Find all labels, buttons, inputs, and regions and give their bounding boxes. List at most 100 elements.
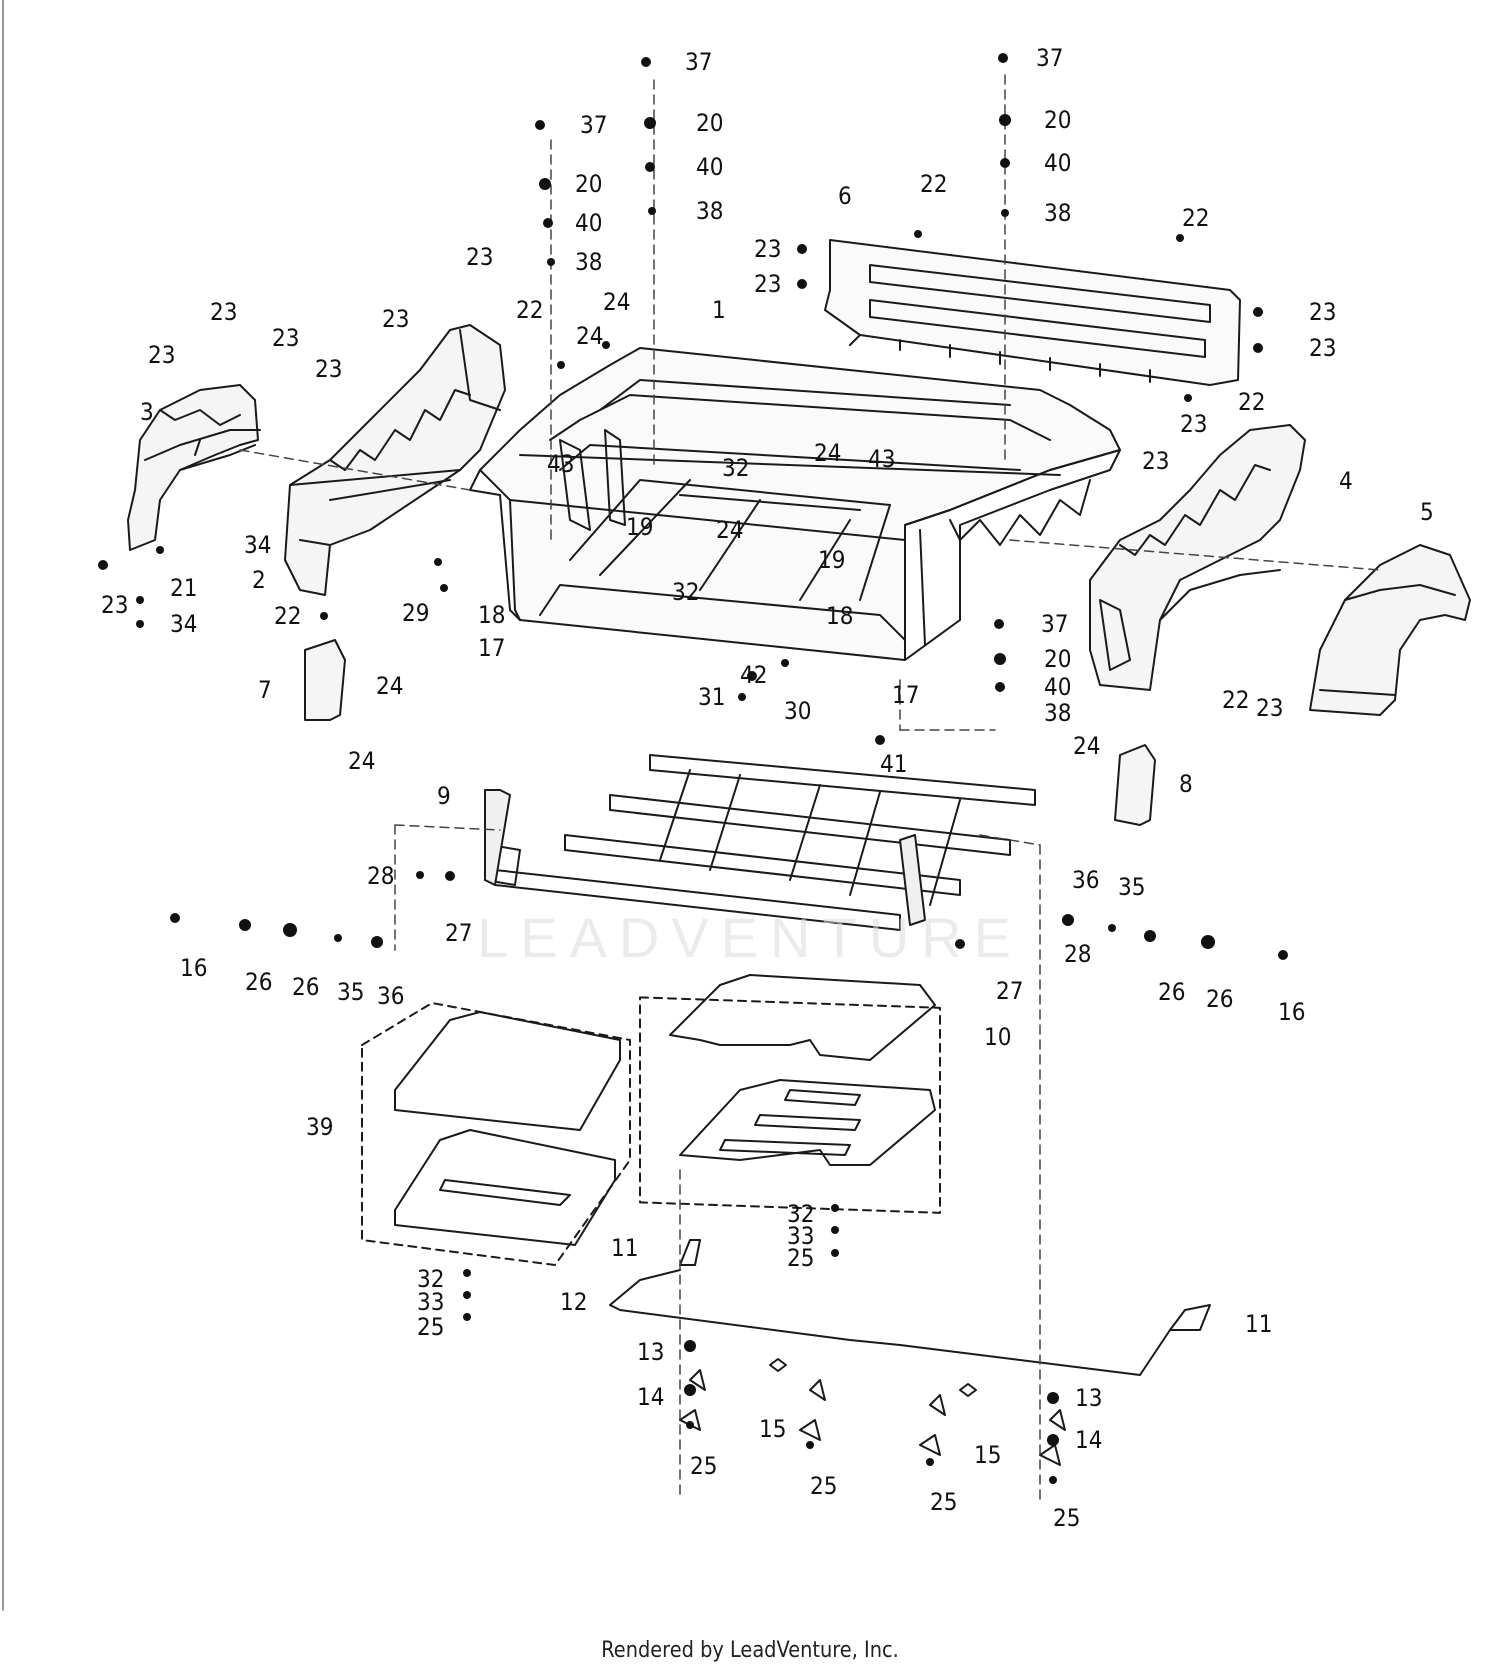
callout-20: 20 (696, 109, 723, 137)
callout-23: 23 (272, 324, 299, 352)
callout-23: 23 (1142, 447, 1169, 475)
callout-38: 38 (696, 197, 723, 225)
right-fender-part-5 (1309, 544, 1471, 716)
callout-36: 36 (377, 982, 404, 1010)
callout-22: 22 (274, 602, 301, 630)
callout-40: 40 (575, 209, 602, 237)
callout-38: 38 (1044, 199, 1071, 227)
callout-37: 37 (1036, 44, 1063, 72)
tailgate-part-6 (824, 239, 1241, 386)
watermark: LEADVENTURE (477, 906, 1023, 969)
callout-25: 25 (690, 1452, 717, 1480)
callout-5: 5 (1420, 498, 1434, 526)
callout-7: 7 (258, 676, 272, 704)
callout-42: 42 (740, 661, 767, 689)
callout-24: 24 (716, 516, 743, 544)
callout-16: 16 (1278, 998, 1305, 1026)
callout-23: 23 (148, 341, 175, 369)
callout-9: 9 (437, 782, 451, 810)
callout-31: 31 (698, 683, 725, 711)
callout-24: 24 (1073, 732, 1100, 760)
callout-40: 40 (696, 153, 723, 181)
callout-20: 20 (1044, 645, 1071, 673)
callout-3: 3 (140, 398, 154, 426)
callout-22: 22 (1222, 686, 1249, 714)
callout-25: 25 (787, 1244, 814, 1272)
callout-40: 40 (1044, 673, 1071, 701)
callout-29: 29 (402, 599, 429, 627)
callout-19: 19 (626, 513, 653, 541)
callout-27: 27 (445, 919, 472, 947)
callout-25: 25 (810, 1472, 837, 1500)
panel-kit-outline (639, 996, 941, 1214)
callout-11: 11 (611, 1234, 638, 1262)
callout-23: 23 (754, 235, 781, 263)
callout-28: 28 (367, 862, 394, 890)
bed-frame-part-9 (484, 754, 1036, 931)
callout-18: 18 (826, 602, 853, 630)
callout-23: 23 (101, 591, 128, 619)
callout-23: 23 (315, 355, 342, 383)
callout-32: 32 (722, 454, 749, 482)
callout-1: 1 (712, 296, 726, 324)
callout-37: 37 (1041, 610, 1068, 638)
callout-15: 15 (974, 1441, 1001, 1469)
cargo-bed-part-1 (469, 347, 1121, 661)
callout-30: 30 (784, 697, 811, 725)
callout-10: 10 (984, 1023, 1011, 1051)
callout-40: 40 (1044, 149, 1071, 177)
callout-26: 26 (1206, 985, 1233, 1013)
callout-18: 18 (478, 601, 505, 629)
callout-6: 6 (838, 182, 852, 210)
callout-24: 24 (376, 672, 403, 700)
callout-38: 38 (1044, 699, 1071, 727)
callout-37: 37 (580, 111, 607, 139)
callout-34: 34 (244, 531, 271, 559)
callout-43: 43 (868, 445, 895, 473)
panel-kit-part-39 (394, 1011, 621, 1246)
callout-21: 21 (170, 574, 197, 602)
callout-23: 23 (1256, 694, 1283, 722)
callout-35: 35 (337, 978, 364, 1006)
callout-22: 22 (920, 170, 947, 198)
callout-43: 43 (547, 450, 574, 478)
callout-23: 23 (382, 305, 409, 333)
callout-35: 35 (1118, 873, 1145, 901)
callout-23: 23 (210, 298, 237, 326)
callout-15: 15 (759, 1415, 786, 1443)
callout-22: 22 (516, 296, 543, 324)
callout-20: 20 (575, 170, 602, 198)
callout-20: 20 (1044, 106, 1071, 134)
callout-25: 25 (417, 1313, 444, 1341)
callout-36: 36 (1072, 866, 1099, 894)
callout-4: 4 (1339, 467, 1353, 495)
callout-25: 25 (930, 1488, 957, 1516)
callout-28: 28 (1064, 940, 1091, 968)
bracket-part-7 (304, 639, 346, 721)
callout-27: 27 (996, 977, 1023, 1005)
callout-34: 34 (170, 610, 197, 638)
callout-23: 23 (1180, 410, 1207, 438)
callout-33: 33 (417, 1288, 444, 1316)
callout-12: 12 (560, 1288, 587, 1316)
callout-11: 11 (1245, 1310, 1272, 1338)
callout-22: 22 (1238, 388, 1265, 416)
callout-26: 26 (245, 968, 272, 996)
panel-kit-part-10 (669, 974, 936, 1166)
callout-37: 37 (685, 48, 712, 76)
bracket-part-8 (1114, 744, 1156, 826)
callout-38: 38 (575, 248, 602, 276)
callout-23: 23 (466, 243, 493, 271)
callout-2: 2 (252, 566, 266, 594)
left-fender-liner-part-2 (284, 324, 506, 596)
rod-assembly-part-12 (609, 1239, 1211, 1466)
callout-41: 41 (880, 750, 907, 778)
callout-14: 14 (637, 1383, 664, 1411)
callout-23: 23 (754, 270, 781, 298)
callout-32: 32 (787, 1200, 814, 1228)
callout-24: 24 (348, 747, 375, 775)
callout-39: 39 (306, 1113, 333, 1141)
callout-26: 26 (292, 973, 319, 1001)
callout-24: 24 (603, 288, 630, 316)
